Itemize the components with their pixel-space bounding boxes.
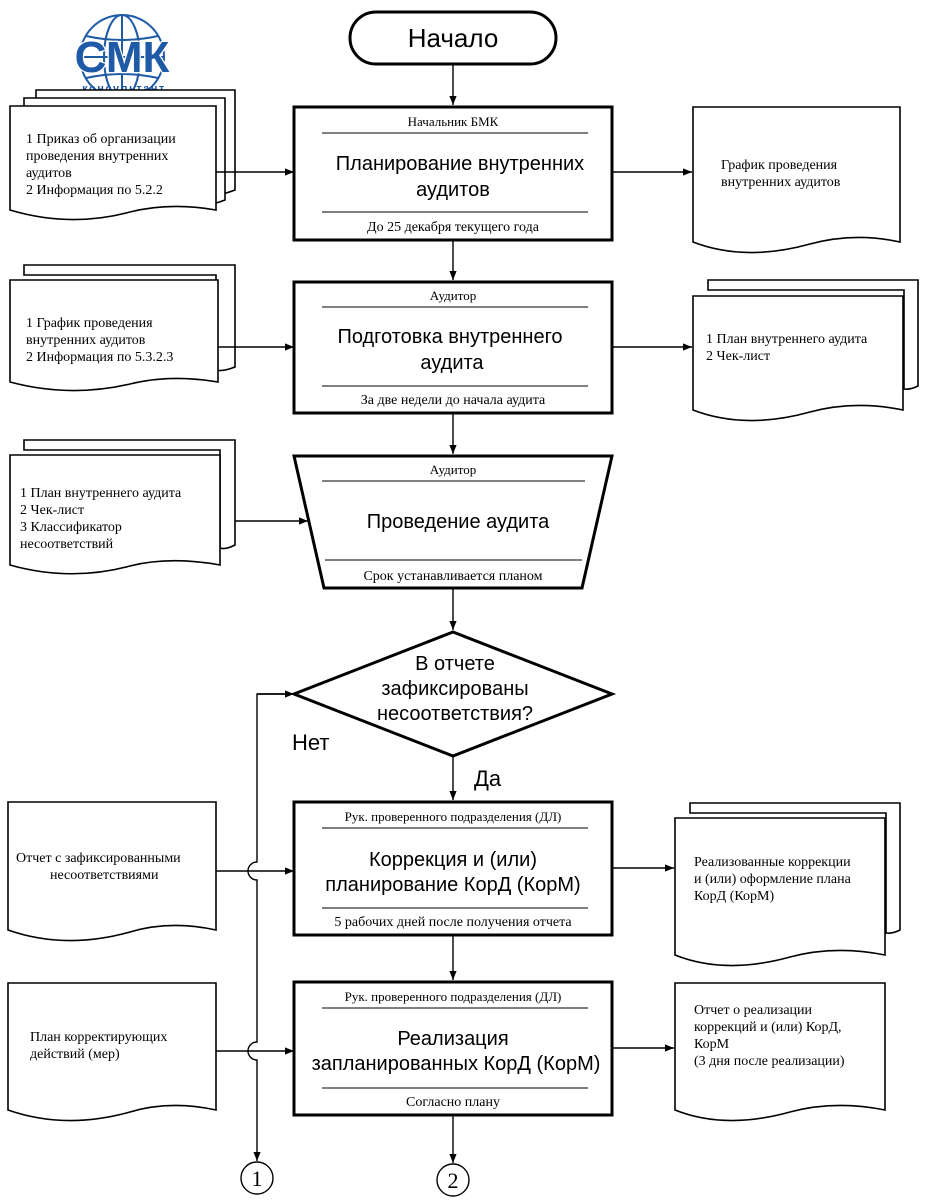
doc-line: 1 План внутреннего аудита xyxy=(706,332,868,347)
step-title: аудитов xyxy=(416,179,490,201)
doc-line: 1 График проведения xyxy=(26,316,153,331)
doc-line: Отчет о реализации xyxy=(694,1003,813,1018)
doc-line: коррекций и (или) КорД, xyxy=(694,1020,842,1035)
step-deadline: 5 рабочих дней после получения отчета xyxy=(334,915,572,930)
step-title: планирование КорД (КорМ) xyxy=(325,874,580,896)
doc-line: аудитов xyxy=(26,166,72,181)
step-deadline: Согласно плану xyxy=(406,1095,500,1110)
step-title: Подготовка внутреннего xyxy=(337,326,562,348)
doc-line: 1 Приказ об организации xyxy=(26,132,176,147)
decision-text: зафиксированы xyxy=(381,678,528,700)
decision-nonconformities: В отчете зафиксированы несоответствия? Н… xyxy=(289,630,617,791)
step-role: Начальник БМК xyxy=(408,114,499,129)
connector-label: 2 xyxy=(448,1168,459,1193)
output-doc-schedule: График проведения внутренних аудитов xyxy=(692,106,901,254)
connector-1: 1 xyxy=(240,1161,274,1195)
step-title: запланированных КорД (КорМ) xyxy=(312,1053,601,1075)
step-role: Аудитор xyxy=(430,462,477,477)
step-title: Планирование внутренних xyxy=(336,153,584,175)
input-doc-preparation: 1 График проведения внутренних аудитов 2… xyxy=(9,264,236,392)
start-node: Начало xyxy=(348,10,558,66)
doc-line: проведения внутренних xyxy=(26,149,168,164)
input-doc-corrective-plan: План корректирующих действий (мер) xyxy=(7,982,217,1122)
process-planning: Начальник БМК Планирование внутренних ау… xyxy=(292,105,614,242)
connector-label: 1 xyxy=(252,1166,263,1191)
output-doc-corrections: Реализованные коррекции и (или) оформлен… xyxy=(674,802,901,967)
step-deadline: До 25 декабря текущего года xyxy=(367,220,540,235)
doc-line: КорД (КорМ) xyxy=(694,889,774,904)
doc-line: несоответствиями xyxy=(50,868,159,883)
doc-line: КорМ xyxy=(694,1037,730,1052)
decision-text: несоответствия? xyxy=(377,703,533,725)
doc-line: внутренних аудитов xyxy=(26,333,146,348)
decision-text: В отчете xyxy=(415,653,495,675)
doc-line: действий (мер) xyxy=(30,1047,120,1062)
process-preparation: Аудитор Подготовка внутреннего аудита За… xyxy=(292,280,614,415)
step-deadline: Срок устанавливается планом xyxy=(363,569,542,584)
input-doc-planning: 1 Приказ об организации проведения внутр… xyxy=(9,89,236,221)
step-title: Коррекция и (или) xyxy=(369,849,537,871)
doc-line: График проведения xyxy=(721,158,838,173)
doc-line: Реализованные коррекции xyxy=(694,855,851,870)
input-doc-report: Отчет с зафиксированными несоответствиям… xyxy=(7,801,217,942)
doc-line: внутренних аудитов xyxy=(721,175,841,190)
step-title: Проведение аудита xyxy=(367,511,550,533)
step-role: Аудитор xyxy=(430,288,477,303)
step-role: Рук. проверенного подразделения (ДЛ) xyxy=(345,809,562,824)
input-doc-audit: 1 План внутреннего аудита 2 Чек-лист 3 К… xyxy=(9,439,236,575)
doc-line: План корректирующих xyxy=(30,1030,167,1045)
process-implementation: Рук. проверенного подразделения (ДЛ) Реа… xyxy=(292,980,614,1117)
step-title: аудита xyxy=(420,352,484,374)
doc-line: (3 дня после реализации) xyxy=(694,1054,845,1069)
doc-line: 2 Информация по 5.2.2 xyxy=(26,183,163,198)
step-title: Реализация xyxy=(397,1028,508,1050)
doc-line: 2 Чек-лист xyxy=(20,503,84,518)
process-correction: Рук. проверенного подразделения (ДЛ) Кор… xyxy=(292,800,614,937)
doc-line: 1 План внутреннего аудита xyxy=(20,486,182,501)
doc-line: Отчет с зафиксированными xyxy=(16,851,181,866)
process-audit: Аудитор Проведение аудита Срок устанавли… xyxy=(292,454,614,590)
doc-line: несоответствий xyxy=(20,537,114,552)
start-label: Начало xyxy=(408,23,499,53)
output-doc-plan: 1 План внутреннего аудита 2 Чек-лист xyxy=(692,279,919,422)
doc-line: 2 Чек-лист xyxy=(706,349,770,364)
decision-yes-label: Да xyxy=(474,766,502,791)
doc-line: 2 Информация по 5.3.2.3 xyxy=(26,350,173,365)
no-branch-line xyxy=(247,693,294,1161)
connector-2: 2 xyxy=(436,1163,470,1197)
step-role: Рук. проверенного подразделения (ДЛ) xyxy=(345,989,562,1004)
logo: СМК консультант xyxy=(73,14,171,100)
step-deadline: За две недели до начала аудита xyxy=(361,393,546,408)
doc-line: и (или) оформление плана xyxy=(694,872,852,887)
output-doc-implementation-report: Отчет о реализации коррекций и (или) Кор… xyxy=(674,982,886,1122)
decision-no-label: Нет xyxy=(292,730,329,755)
logo-text: СМК xyxy=(75,33,170,82)
doc-line: 3 Классификатор xyxy=(20,520,122,535)
